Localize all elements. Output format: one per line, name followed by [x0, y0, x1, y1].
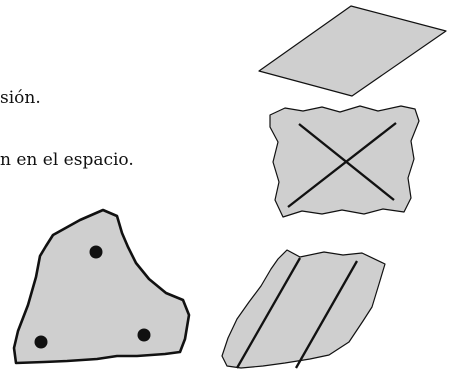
cross-line-2 — [287, 122, 397, 208]
dot-3 — [137, 328, 151, 342]
skewed-plane — [221, 249, 386, 369]
parallel-line-1 — [236, 257, 301, 369]
dot-1 — [89, 245, 103, 259]
flat-plane — [258, 5, 447, 97]
parallel-line-2 — [295, 260, 358, 369]
triangular-plane — [12, 208, 191, 365]
text-line-2: n en el espacio. — [0, 150, 134, 170]
text-line-1: sión. — [0, 88, 41, 108]
dot-2 — [34, 335, 48, 349]
